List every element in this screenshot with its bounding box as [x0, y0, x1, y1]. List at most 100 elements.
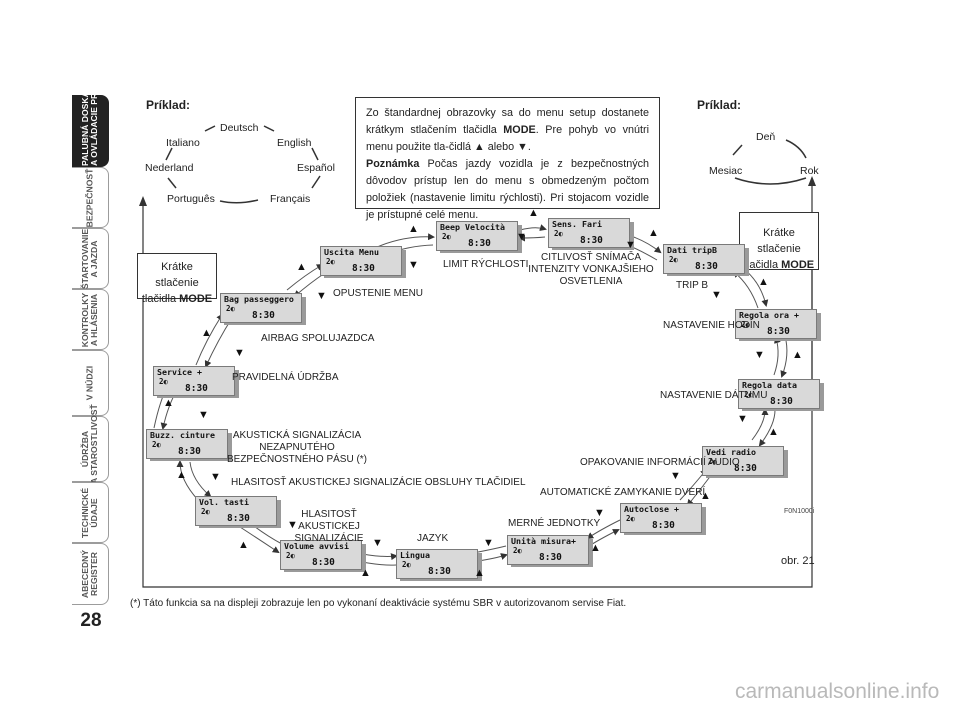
lcd-title: Dati tripB: [667, 245, 717, 255]
up-arrow-icon: ▲: [360, 567, 371, 579]
down-arrow-icon: ▼: [198, 409, 209, 421]
caption-opustenie-menu: OPUSTENIE MENU: [333, 288, 424, 299]
page-number: 28: [80, 610, 102, 631]
down-arrow-icon: ▼: [737, 413, 748, 425]
lcd-time: 8:30: [468, 238, 491, 249]
date-rok: Rok: [800, 165, 819, 177]
tab-kontrolky[interactable]: KONTROLKY A HLÁSENIA: [72, 289, 109, 350]
tab-v-nudzi[interactable]: V NÚDZI: [72, 350, 109, 416]
down-arrow-icon: ▼: [594, 507, 605, 519]
caption-airbag: AIRBAG SPOLUJAZDCA: [261, 333, 375, 344]
lang-nederland: Nederland: [145, 162, 194, 174]
up-arrow-icon: ▲: [768, 426, 779, 438]
up-arrow-icon: ▲: [700, 490, 711, 502]
footnote: (*) Táto funkcia sa na displeji zobrazuj…: [130, 598, 627, 609]
tab-abecedny-register[interactable]: ABECEDNÝ REGISTER: [72, 543, 109, 605]
lcd-display: Uscita Menu 2◐ 8:30: [320, 246, 406, 278]
lang-italiano: Italiano: [166, 137, 200, 149]
up-arrow-icon: ▲: [474, 567, 485, 579]
lcd-display: Autoclose + 2◐ 8:30: [620, 503, 706, 535]
up-arrow-icon: ▲: [296, 261, 307, 273]
tab-palubna-doska[interactable]: PALUBNÁ DOSKA A OVLÁDACIE PRVKY: [72, 75, 109, 167]
lang-francais: Français: [270, 193, 311, 205]
tab-technicke-udaje[interactable]: TECHNICKÉ ÚDAJE: [72, 482, 109, 543]
lcd-time: 8:30: [312, 557, 335, 568]
down-arrow-icon: ▼: [711, 289, 722, 301]
figure-ref: obr. 21: [781, 555, 815, 567]
mode-keyword: MODE: [781, 259, 815, 271]
lcd-icon: 2◐: [513, 546, 523, 555]
lang-portugues: Português: [167, 193, 215, 205]
lcd-display: Regola data 2◐ 8:30: [738, 379, 824, 411]
lcd-time: 8:30: [695, 261, 718, 272]
up-arrow-icon: ▲: [238, 539, 249, 551]
lcd-time: 8:30: [352, 263, 375, 274]
example-right-title: Príklad:: [697, 98, 742, 112]
lcd-title: Unità misura+: [511, 536, 576, 546]
lcd-time: 8:30: [652, 520, 675, 531]
lang-english: English: [277, 137, 312, 149]
lcd-time: 8:30: [770, 396, 793, 407]
lcd-display: Vol. tasti 2◐ 8:30: [195, 496, 281, 528]
mode-box-left: Krátke stlačenie tlačidla MODE: [137, 253, 217, 305]
note-text: Zo štandardnej obrazovky sa do menu setu…: [366, 107, 649, 136]
up-arrow-icon: ▲: [590, 542, 601, 554]
caption-hlasitost-tlacidiel: HLASITOSŤ AKUSTICKEJ SIGNALIZÁCIE OBSLUH…: [231, 477, 526, 488]
lcd-icon: 2◐: [554, 229, 564, 238]
lcd-display: Service + 2◐ 8:30: [153, 366, 239, 398]
lcd-icon: 2◐: [626, 514, 636, 523]
down-arrow-icon: ▼: [670, 470, 681, 482]
caption-hlasitost-signalizacie: HLASITOSŤ AKUSTICKEJ SIGNALIZÁCIE: [294, 509, 364, 544]
watermark: carmanualsonline.info: [735, 680, 940, 703]
lcd-time: 8:30: [227, 513, 250, 524]
lcd-title: Service +: [157, 367, 202, 377]
lcd-time: 8:30: [580, 235, 603, 246]
lcd-display: Dati tripB 2◐ 8:30: [663, 244, 749, 276]
date-mesiac: Mesiac: [709, 165, 743, 177]
lcd-icon: 2◐: [159, 377, 169, 386]
tab-bezpecnost[interactable]: BEZPEČNOSŤ: [72, 167, 109, 228]
up-arrow-icon: ▲: [163, 397, 174, 409]
lcd-time: 8:30: [252, 310, 275, 321]
lcd-display: Bag passeggero 2◐ 8:30: [220, 293, 306, 325]
lcd-title: Vol. tasti: [199, 497, 249, 507]
lcd-display: Sens. Fari 2◐ 8:30: [548, 218, 634, 250]
tab-udrzba[interactable]: ÚDRŽBA A STAROSTLIVOSŤ: [72, 404, 109, 484]
mode-box-line: tlačidla: [141, 293, 180, 305]
lcd-title: Regola ora +: [739, 310, 799, 320]
lcd-title: Uscita Menu: [324, 247, 379, 257]
mode-keyword: MODE: [503, 124, 536, 136]
info-note-box: Zo štandardnej obrazovky sa do menu setu…: [355, 97, 660, 221]
lang-deutsch: Deutsch: [220, 122, 259, 134]
note-text: Počas jazdy vozidla je z bezpečnostných …: [366, 158, 649, 221]
date-den: Deň: [756, 131, 776, 143]
tab-startovanie[interactable]: ŠTARTOVANIE A JAZDA: [72, 228, 109, 289]
lcd-icon: 2◐: [669, 255, 679, 264]
caption-nastavenie-datumu: NASTAVENIE DÁTUMU: [660, 390, 768, 401]
down-arrow-icon: ▼: [316, 290, 327, 302]
lcd-title: Sens. Fari: [552, 219, 602, 229]
down-arrow-icon: ▼: [234, 347, 245, 359]
lcd-icon: 2◐: [201, 507, 211, 516]
lcd-time: 8:30: [539, 552, 562, 563]
example-left-title: Príklad:: [146, 98, 191, 112]
caption-pravidelna-udrzba: PRAVIDELNÁ ÚDRŽBA: [232, 372, 339, 383]
lcd-title: Regola data: [742, 380, 797, 390]
caption-trip-b: TRIP B: [676, 280, 709, 291]
caption-jazyk: JAZYK: [417, 533, 449, 544]
lcd-time: 8:30: [185, 383, 208, 394]
lcd-time: 8:30: [428, 566, 451, 577]
caption-limit-rychlosti: LIMIT RÝCHLOSTI: [443, 259, 529, 270]
up-arrow-icon: ▲: [176, 469, 187, 481]
caption-opakovanie-audio: OPAKOVANIE INFORMÁCIÍ AUDIO: [580, 457, 740, 468]
lcd-display: Buzz. cinture 2◐ 8:30: [146, 429, 232, 461]
mode-keyword: MODE: [179, 293, 213, 305]
caption-nastavenie-hodin: NASTAVENIE HODÍN: [663, 320, 760, 331]
lcd-icon: 2◐: [226, 304, 236, 313]
lcd-icon: 2◐: [402, 560, 412, 569]
down-arrow-icon: ▼: [408, 259, 419, 271]
lcd-title: Beep Velocità: [440, 222, 505, 232]
lcd-icon: 2◐: [442, 232, 452, 241]
mode-box-line: tlačidla: [743, 259, 782, 271]
lcd-title: Lingua: [400, 550, 430, 560]
